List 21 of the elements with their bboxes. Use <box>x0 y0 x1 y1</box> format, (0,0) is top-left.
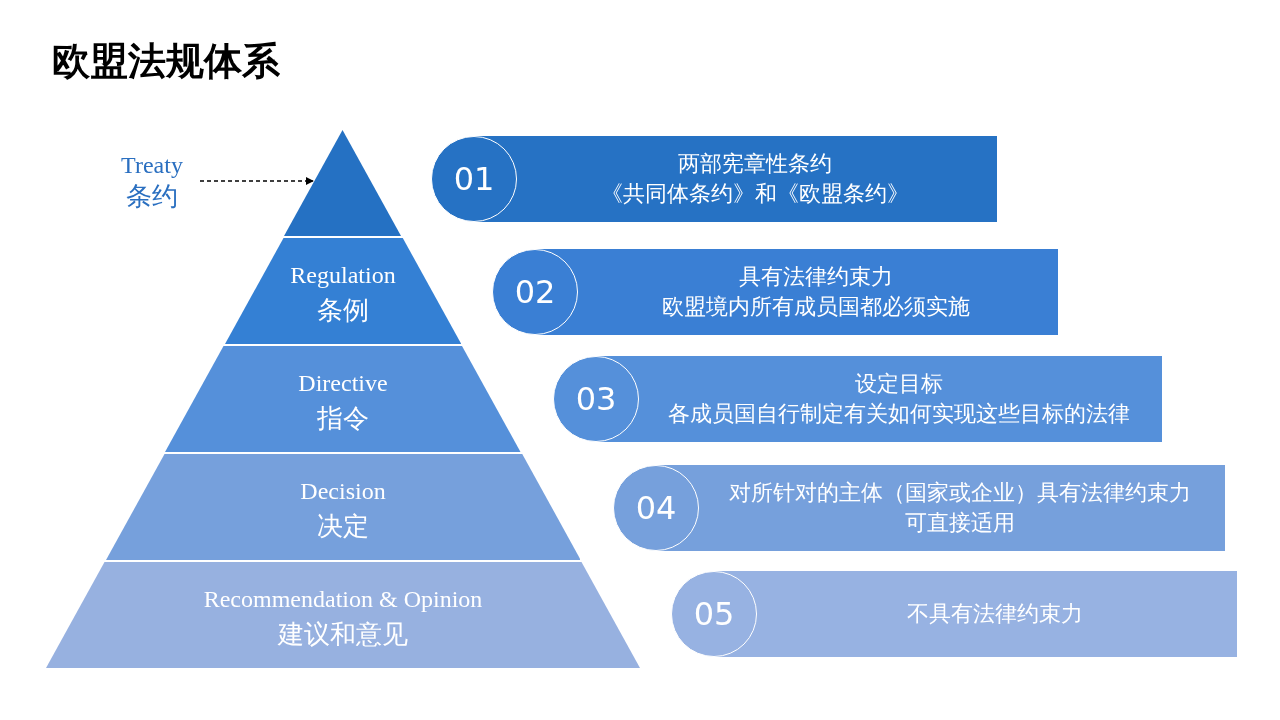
slide-title: 欧盟法规体系 <box>52 38 280 85</box>
description-text: 对所针对的主体（国家或企业）具有法律约束力 <box>729 479 1191 507</box>
description-text: 设定目标 <box>854 370 943 398</box>
tier-label: Regulation <box>290 260 396 290</box>
tier-label: Decision <box>300 476 386 506</box>
tier-label-chinese: 决定 <box>317 509 369 543</box>
description-text: 《共同体条约》和《欧盟条约》 <box>601 180 909 208</box>
treaty-label-chinese: 条约 <box>126 180 178 213</box>
description-text: 具有法律约束力 <box>739 263 893 291</box>
description-text: 欧盟境内所有成员国都必须实施 <box>662 293 970 321</box>
description-text: 各成员国自行制定有关如何实现这些目标的法律 <box>667 400 1130 428</box>
tier-label-chinese: 条例 <box>317 293 369 327</box>
tier-label: Recommendation & Opinion <box>203 584 483 614</box>
description-text: 两部宪章性条约 <box>678 150 832 178</box>
treaty-label: Treaty <box>121 151 183 180</box>
dashed-arrow <box>199 177 314 185</box>
description-text: 可直接适用 <box>905 509 1015 537</box>
tier-label-chinese: 指令 <box>317 401 369 435</box>
tier-label: Directive <box>298 368 388 398</box>
tier-label-chinese: 建议和意见 <box>278 617 408 651</box>
description-text: 不具有法律约束力 <box>907 600 1083 628</box>
